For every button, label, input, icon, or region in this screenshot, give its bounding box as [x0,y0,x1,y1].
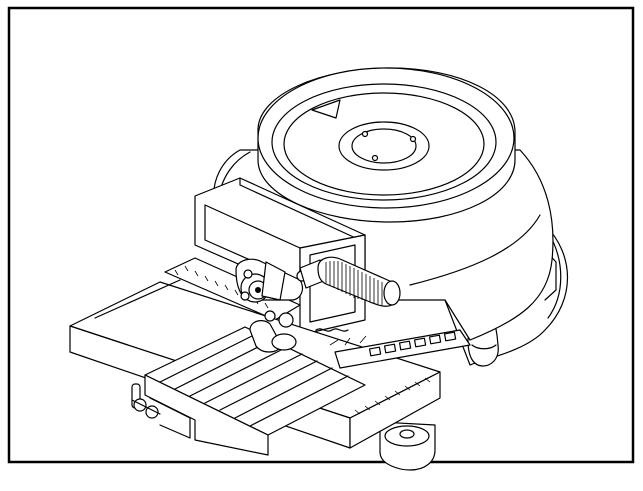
arrow-marker [311,99,341,119]
knurled-handle [299,256,401,307]
roller-assembly [235,258,308,353]
slat-plate [144,326,366,456]
bottom-mount [379,421,436,471]
frame-border [7,6,635,464]
index-tabs [315,328,471,369]
clamp-pin [131,383,161,419]
turntable [257,67,516,223]
